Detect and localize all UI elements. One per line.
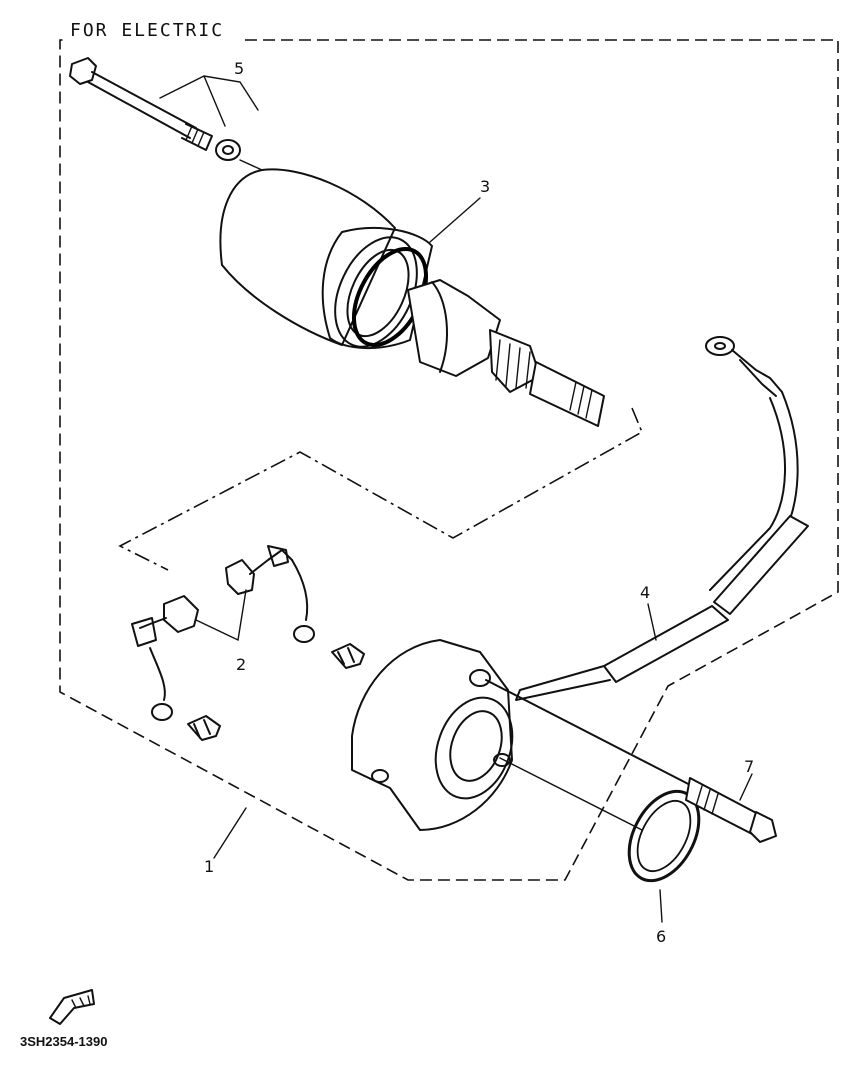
callout-1: 1: [204, 807, 247, 876]
callout-2: 2: [195, 589, 247, 674]
armature-shaft: [407, 279, 605, 427]
callout-4: 4: [640, 583, 657, 641]
ring-leader: [499, 757, 643, 831]
svg-text:4: 4: [640, 583, 650, 602]
lead-wire-part-4: [515, 336, 809, 701]
front-cover-assembly: [351, 639, 514, 831]
svg-text:3: 3: [480, 177, 490, 196]
fwd-arrow-icon: [49, 989, 95, 1025]
brush-set-part-2: [131, 545, 365, 741]
callout-6: 6: [656, 889, 666, 946]
svg-text:7: 7: [744, 757, 754, 776]
callout-3: 3: [429, 177, 490, 243]
through-bolt: [69, 57, 213, 151]
svg-text:2: 2: [236, 655, 246, 674]
screw-part-7: [485, 679, 777, 843]
ref-code: 3SH2354-1390: [20, 1034, 107, 1049]
reference-plane: [118, 407, 644, 571]
svg-text:1: 1: [204, 857, 214, 876]
svg-text:6: 6: [656, 927, 666, 946]
callout-7: 7: [739, 757, 754, 801]
svg-text:5: 5: [234, 59, 244, 78]
washer-part-5: [215, 139, 241, 161]
callout-5: 5: [159, 59, 259, 127]
assembly-boundary: FOR ELECTRIC: [59, 20, 839, 881]
washer-leader: [239, 159, 263, 171]
diagram-title: FOR ELECTRIC: [70, 20, 224, 41]
